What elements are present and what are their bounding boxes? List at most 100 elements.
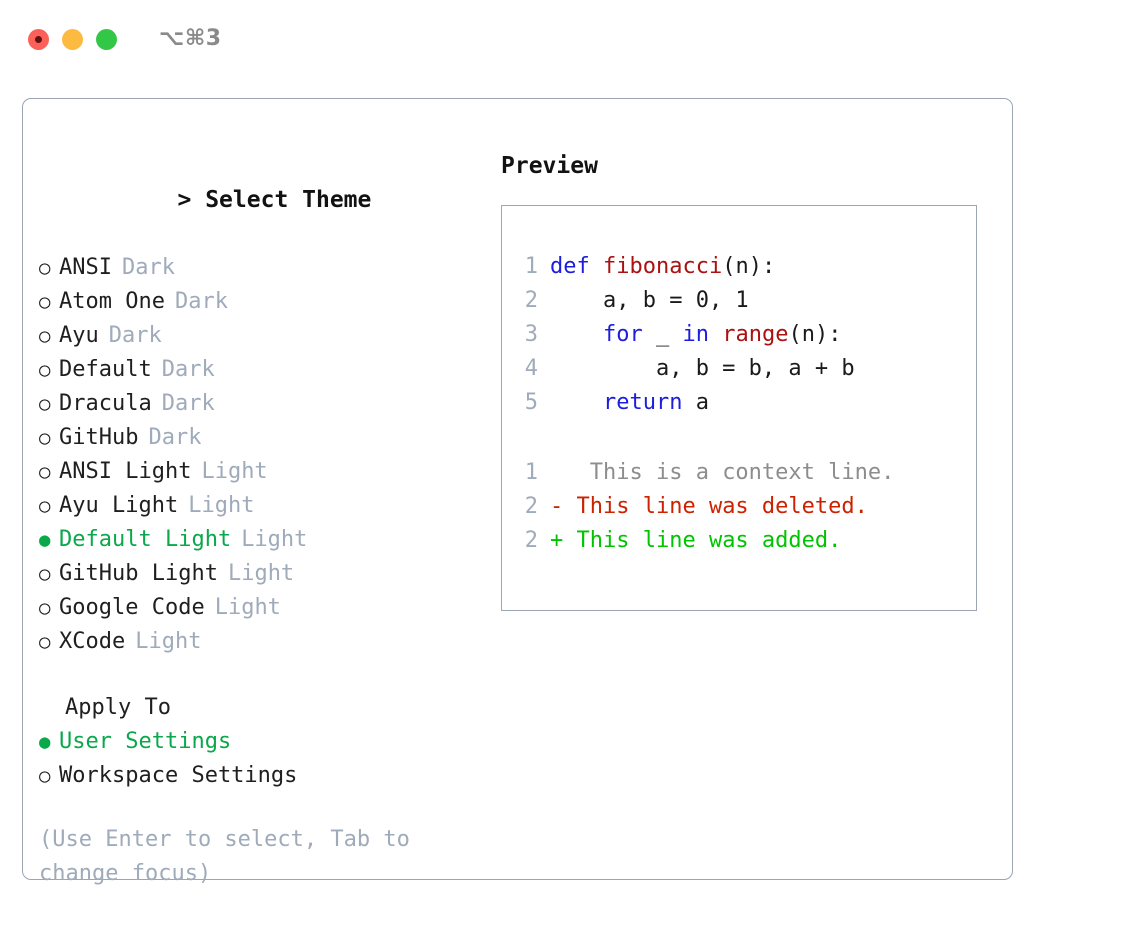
radio-unselected-icon: ○: [39, 495, 51, 517]
diff-line-text: This line was added.: [563, 528, 842, 553]
code-token: (n):: [788, 322, 842, 347]
apply-to-option-user-settings[interactable]: ● User Settings: [39, 725, 489, 759]
window-title: ⌥⌘3: [159, 26, 222, 51]
code-token: a: [682, 390, 709, 415]
radio-unselected-icon: ○: [39, 393, 51, 415]
code-token: a, b = b, a + b: [550, 356, 855, 381]
code-line-number: 2: [524, 288, 538, 313]
select-theme-title: Select Theme: [205, 187, 372, 213]
radio-selected-icon: ●: [39, 529, 51, 551]
code-line: 4 a, b = b, a + b: [516, 352, 968, 386]
diff-marker: [550, 460, 563, 485]
theme-option-label: GitHub Light: [59, 561, 218, 586]
title-bar: ⌥⌘3: [0, 0, 1140, 78]
diff-line-text: This is a context line.: [563, 460, 895, 485]
theme-option-default[interactable]: ○ Default Dark: [39, 353, 489, 387]
code-line-number: 4: [524, 356, 538, 381]
code-token: range: [722, 322, 789, 347]
theme-option-tag: Dark: [108, 323, 162, 348]
diff-line-text: This line was deleted.: [563, 494, 868, 519]
prompt-caret-icon: >: [177, 187, 192, 213]
radio-selected-icon: ●: [39, 731, 51, 753]
theme-option-label: Dracula: [59, 391, 152, 416]
diff-line-number: 1: [524, 460, 538, 485]
radio-unselected-icon: ○: [39, 427, 51, 449]
theme-option-tag: Dark: [174, 289, 228, 314]
theme-option-ayu-light[interactable]: ○ Ayu Light Light: [39, 489, 489, 523]
diff-line-ctx: 1 This is a context line.: [516, 456, 968, 490]
radio-unselected-icon: ○: [39, 257, 51, 279]
apply-to-list: ● User Settings ○Workspace Settings: [39, 725, 489, 793]
theme-option-ansi-light[interactable]: ○ ANSI Light Light: [39, 455, 489, 489]
theme-option-ayu[interactable]: ○ Ayu Dark: [39, 319, 489, 353]
theme-option-google-code[interactable]: ○ Google Code Light: [39, 591, 489, 625]
code-line: 5 return a: [516, 386, 968, 420]
theme-option-label: Default: [59, 357, 152, 382]
diff-line-add: 2+ This line was added.: [516, 524, 968, 558]
code-token: [550, 390, 603, 415]
code-token: [709, 322, 722, 347]
theme-option-tag: Light: [201, 459, 268, 484]
theme-option-github[interactable]: ○ GitHub Dark: [39, 421, 489, 455]
apply-to-header: Apply To: [65, 695, 171, 720]
theme-option-tag: Dark: [161, 391, 215, 416]
section-spacer: [39, 659, 489, 691]
apply-to-option-label: User Settings: [59, 729, 232, 754]
theme-option-default-light[interactable]: ● Default Light Light: [39, 523, 489, 557]
theme-option-label: Ayu Light: [59, 493, 179, 518]
maximize-window-button[interactable]: [96, 28, 117, 50]
radio-unselected-icon: ○: [39, 291, 51, 313]
theme-option-tag: Light: [135, 629, 202, 654]
theme-option-tag: Light: [188, 493, 255, 518]
theme-option-tag: Light: [241, 527, 308, 552]
code-line-number: 1: [524, 254, 538, 279]
diff-line-number: 2: [524, 494, 538, 519]
radio-unselected-icon: ○: [39, 563, 51, 585]
diff-marker: -: [550, 494, 564, 519]
radio-unselected-icon: ○: [39, 359, 51, 381]
theme-option-label: ANSI: [59, 255, 112, 280]
theme-option-label: Google Code: [59, 595, 205, 620]
code-token: (n):: [722, 254, 776, 279]
preview-title: Preview: [501, 153, 598, 179]
radio-unselected-icon: ○: [39, 765, 51, 787]
minimize-window-button[interactable]: [62, 28, 83, 50]
theme-option-label: XCode: [59, 629, 126, 654]
radio-unselected-icon: ○: [39, 461, 51, 483]
diff-line-number: 2: [524, 528, 538, 553]
theme-option-label: Ayu: [59, 323, 99, 348]
diff-line-del: 2- This line was deleted.: [516, 490, 968, 524]
radio-unselected-icon: ○: [39, 597, 51, 619]
theme-option-label: ANSI Light: [59, 459, 192, 484]
code-line: 3 for _ in range(n):: [516, 318, 968, 352]
theme-option-tag: Dark: [148, 425, 202, 450]
select-theme-header: > Select Theme: [39, 149, 489, 251]
theme-option-tag: Dark: [161, 357, 215, 382]
apply-to-option-workspace-settings[interactable]: ○Workspace Settings: [39, 759, 489, 793]
code-token: return: [602, 390, 683, 415]
theme-option-tag: Light: [214, 595, 281, 620]
theme-option-label: GitHub: [59, 425, 139, 450]
code-line: 2 a, b = 0, 1: [516, 284, 968, 318]
theme-option-dracula[interactable]: ○ Dracula Dark: [39, 387, 489, 421]
theme-option-label: Default Light: [59, 527, 232, 552]
diff-sample: 1 This is a context line.2- This line wa…: [516, 456, 968, 558]
radio-unselected-icon: ○: [39, 325, 51, 347]
keyboard-hint: (Use Enter to select, Tab to change focu…: [39, 827, 410, 886]
code-token: for: [602, 322, 643, 347]
close-window-button[interactable]: [28, 28, 49, 50]
code-line-number: 5: [524, 390, 538, 415]
